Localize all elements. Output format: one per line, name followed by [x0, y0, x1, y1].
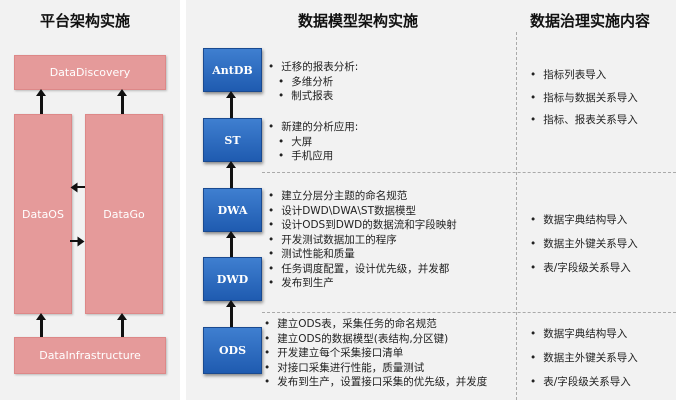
gov-item: 数据主外键关系导入 [530, 236, 638, 251]
gov-item: 指标列表导入 [530, 67, 606, 82]
note: 测试性能和质量 [268, 247, 457, 262]
arrow-head-icon [226, 300, 236, 307]
note: 设计DWD\DWA\ST数据模型 [268, 204, 457, 219]
note: 建立ODS的数据模型(表结构,分区键) [264, 332, 487, 347]
platform-title: 平台架构实施 [40, 12, 131, 30]
note: 开发建立每个采集接口清单 [264, 346, 487, 361]
gov-item: 数据字典结构导入 [530, 212, 627, 227]
arrow-right-icon [77, 236, 85, 247]
arrow-st-antdb [230, 98, 233, 118]
note: 设计ODS到DWD的数据流和字段映射 [268, 218, 457, 233]
arrow-head-icon [226, 161, 236, 168]
arrow-infra-os [40, 320, 43, 337]
arrow-dwd-dwa [230, 238, 233, 257]
arrow-head-icon [117, 313, 127, 320]
note: 任务调度配置，设计优先级，并发都 [268, 262, 457, 277]
governance-title: 数据治理实施内容 [530, 12, 651, 30]
note: 对接口采集进行性能，质量测试 [264, 361, 487, 376]
note: 开发测试数据加工的程序 [268, 233, 457, 248]
st-notes: 新建的分析应用: 大屏 手机应用 [268, 120, 358, 164]
note: 发布到生产，设置接口采集的优先级，并发度 [264, 375, 487, 390]
layer-dwd: DWD [203, 257, 262, 301]
divider [262, 172, 676, 173]
gov-item: 数据字典结构导入 [530, 326, 627, 341]
gov-item: 表/字段级关系导入 [530, 260, 631, 275]
model-title: 数据模型架构实施 [298, 12, 419, 30]
arrow-head-icon [36, 89, 46, 96]
dwa-dwd-notes: 建立分层分主题的命名规范 设计DWD\DWA\ST数据模型 设计ODS到DWD的… [268, 189, 457, 291]
note: 大屏 [268, 135, 358, 150]
divider [262, 312, 676, 313]
data-discovery-box: DataDiscovery [14, 55, 166, 90]
gov-item: 表/字段级关系导入 [530, 374, 631, 389]
arrow-infra-go [121, 320, 124, 337]
arrow-left-icon [70, 182, 78, 193]
layer-st: ST [203, 118, 262, 162]
arrow-os-go [70, 240, 78, 242]
note: 迁移的报表分析: [268, 60, 358, 75]
gov-item: 指标、报表关系导入 [530, 112, 638, 127]
arrow-head-icon [117, 89, 127, 96]
arrow-head-icon [226, 91, 236, 98]
arrow-head-icon [226, 231, 236, 238]
column-divider [516, 32, 517, 400]
arrow-os-discovery [40, 96, 43, 114]
note: 制式报表 [268, 89, 358, 104]
note: 建立ODS表，采集任务的命名规范 [264, 317, 487, 332]
arrow-go-discovery [121, 96, 124, 114]
antdb-notes: 迁移的报表分析: 多维分析 制式报表 [268, 60, 358, 104]
data-go-box: DataGo [85, 114, 163, 314]
note: 多维分析 [268, 75, 358, 90]
note: 新建的分析应用: [268, 120, 358, 135]
arrow-head-icon [36, 313, 46, 320]
layer-ods: ODS [203, 327, 262, 374]
data-os-box: DataOS [14, 114, 72, 314]
note: 建立分层分主题的命名规范 [268, 189, 457, 204]
note: 手机应用 [268, 149, 358, 164]
arrow-ods-dwd [230, 307, 233, 327]
data-infrastructure-box: DataInfrastructure [14, 337, 166, 374]
arrow-go-os [77, 186, 85, 188]
layer-dwa: DWA [203, 188, 262, 232]
gov-item: 指标与数据关系导入 [530, 90, 638, 105]
ods-notes: 建立ODS表，采集任务的命名规范 建立ODS的数据模型(表结构,分区键) 开发建… [264, 317, 487, 390]
layer-antdb: AntDB [203, 48, 262, 92]
arrow-dwa-st [230, 168, 233, 188]
gov-item: 数据主外键关系导入 [530, 350, 638, 365]
note: 发布到生产 [268, 276, 457, 291]
